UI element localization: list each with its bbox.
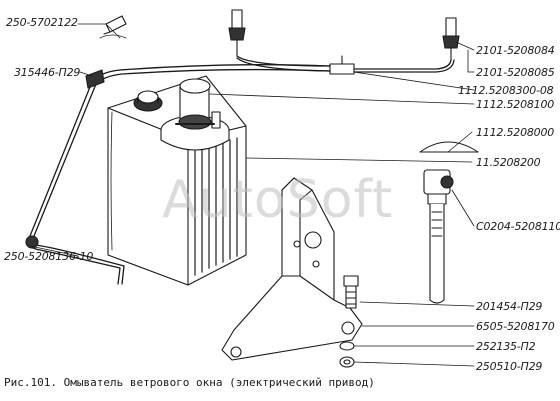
label-201454-p29: 201454-П29	[476, 300, 543, 313]
label-250-5702122: 250-5702122	[6, 16, 78, 29]
tee-connector	[329, 55, 355, 75]
label-11-5208200: 11.5208200	[476, 156, 541, 169]
watermark: AutoSoft	[162, 170, 394, 230]
label-250-5208136-10: 250-5208136-10	[4, 250, 94, 263]
label-6505-5208170: 6505-5208170	[476, 320, 555, 333]
label-2101-5208084: 2101-5208084	[476, 44, 555, 57]
label-c0204-5208110: С0204-5208110	[476, 220, 560, 233]
jet-nozzle-right	[442, 17, 460, 61]
label-1112-5208000: 1112.5208000	[476, 126, 555, 139]
leader-lines	[29, 23, 475, 367]
label-2101-5208085: 2101-5208085	[476, 66, 555, 79]
pump-bracket	[221, 177, 363, 361]
filler-cap	[133, 90, 163, 112]
nut	[339, 356, 355, 368]
hose-plug	[103, 15, 127, 35]
figure-caption: Рис.101. Омыватель ветрового окна (элект…	[4, 376, 375, 389]
jet-nozzle-left	[228, 9, 246, 57]
hose-clip	[25, 69, 105, 249]
label-1112-5208100: 1112.5208100	[476, 98, 555, 111]
label-252135-p2: 252135-П2	[476, 340, 536, 353]
label-1112-5208300-08: 1112.5208300-08	[458, 84, 554, 97]
washer-pump	[160, 78, 230, 151]
check-valve	[423, 169, 454, 304]
label-250510-p29: 250510-П29	[476, 360, 543, 373]
label-315446-p29: 315446-П29	[14, 66, 81, 79]
mounting-bolt	[343, 275, 359, 309]
spring-washer	[339, 341, 355, 351]
